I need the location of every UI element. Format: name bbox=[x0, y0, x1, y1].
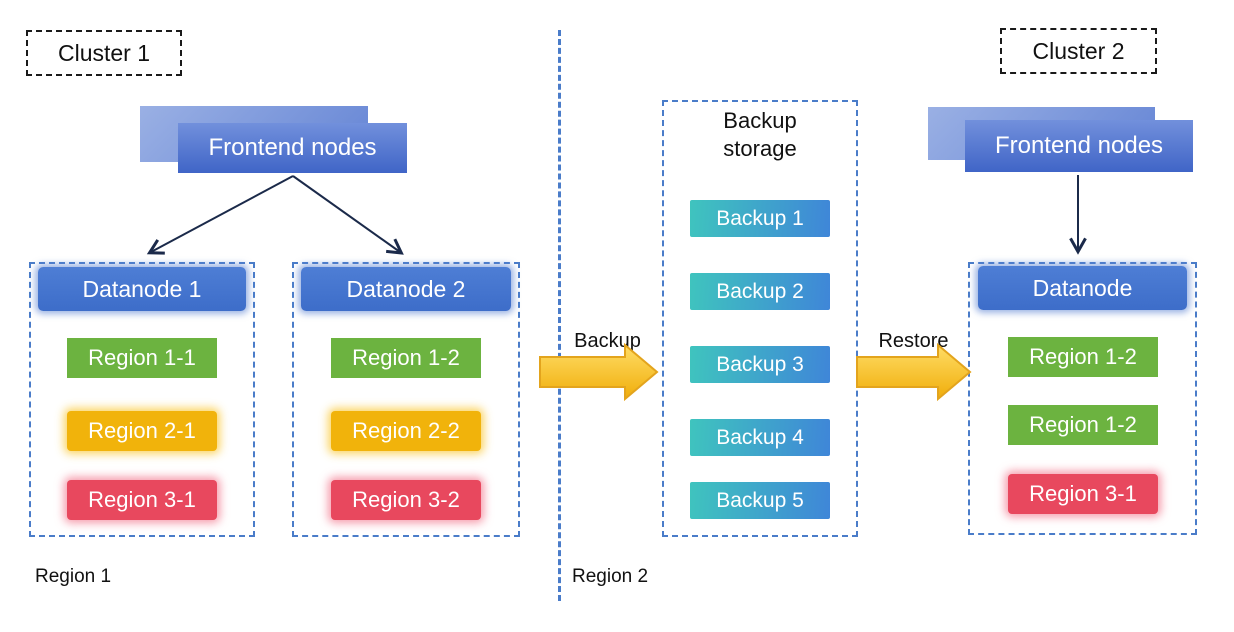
backup-label: Backup 5 bbox=[716, 488, 804, 512]
restore-flow-label: Restore bbox=[878, 330, 949, 352]
cluster2-region-1: Region 1-2 bbox=[1008, 337, 1158, 377]
region-separator-line bbox=[558, 30, 561, 601]
cluster2-datanode-header: Datanode bbox=[978, 266, 1187, 310]
datanode2-region-2: Region 2-2 bbox=[331, 411, 481, 451]
region-label: Region 3-1 bbox=[1029, 481, 1137, 506]
region-label: Region 1-2 bbox=[352, 345, 460, 370]
cluster1-label: Cluster 1 bbox=[26, 30, 182, 76]
region-label: Region 2-1 bbox=[88, 418, 196, 443]
backup-label: Backup 3 bbox=[716, 352, 804, 376]
region2-footer-label: Region 2 bbox=[572, 566, 649, 587]
frontend-to-datanode1-arrow bbox=[146, 175, 294, 255]
cluster2-label-text: Cluster 2 bbox=[1032, 37, 1125, 64]
datanode1-region-2: Region 2-1 bbox=[67, 411, 217, 451]
restore-block-arrow bbox=[856, 342, 972, 402]
region-label: Region 1-2 bbox=[1029, 344, 1137, 369]
datanode1-region-3: Region 3-1 bbox=[67, 480, 217, 520]
backup-label: Backup 1 bbox=[716, 206, 804, 230]
backup-item-4: Backup 4 bbox=[690, 419, 830, 456]
datanode2-region-1: Region 1-2 bbox=[331, 338, 481, 378]
backup-item-3: Backup 3 bbox=[690, 346, 830, 383]
backup-item-2: Backup 2 bbox=[690, 273, 830, 310]
datanode2-region-3: Region 3-2 bbox=[331, 480, 481, 520]
cluster1-frontend-node: Frontend nodes bbox=[178, 123, 407, 173]
backup-flow-label: Backup bbox=[574, 330, 641, 352]
cluster2-region-2: Region 1-2 bbox=[1008, 405, 1158, 445]
backup-label: Backup 4 bbox=[716, 425, 804, 449]
datanode1-title: Datanode 1 bbox=[82, 275, 202, 302]
datanode2-header: Datanode 2 bbox=[301, 267, 511, 311]
backup-label: Backup 2 bbox=[716, 279, 804, 303]
datanode1-region-1: Region 1-1 bbox=[67, 338, 217, 378]
datanode2-title: Datanode 2 bbox=[346, 275, 466, 302]
cluster2-frontend-label: Frontend nodes bbox=[994, 132, 1164, 159]
backup-storage-title: Backup storage bbox=[723, 108, 797, 161]
cluster1-frontend-label: Frontend nodes bbox=[208, 134, 377, 161]
cluster2-region-3: Region 3-1 bbox=[1008, 474, 1158, 514]
region-label: Region 1-2 bbox=[1029, 412, 1137, 437]
backup-storage-container bbox=[662, 100, 858, 537]
region1-footer-label: Region 1 bbox=[35, 566, 112, 587]
datanode2-container bbox=[292, 262, 520, 537]
frontend-to-datanode2-arrow bbox=[292, 175, 404, 255]
cluster2-frontend-node: Frontend nodes bbox=[965, 120, 1193, 172]
datanode1-header: Datanode 1 bbox=[38, 267, 246, 311]
cluster2-datanode-title: Datanode bbox=[1032, 274, 1133, 301]
region-label: Region 3-1 bbox=[88, 487, 196, 512]
region-label: Region 3-2 bbox=[352, 487, 460, 512]
datanode1-container bbox=[29, 262, 255, 537]
backup-item-1: Backup 1 bbox=[690, 200, 830, 237]
region-label: Region 1-1 bbox=[88, 345, 196, 370]
backup-item-5: Backup 5 bbox=[690, 482, 830, 519]
region-label: Region 2-2 bbox=[352, 418, 460, 443]
cluster2-label: Cluster 2 bbox=[1000, 28, 1157, 74]
cluster1-label-text: Cluster 1 bbox=[57, 39, 151, 66]
